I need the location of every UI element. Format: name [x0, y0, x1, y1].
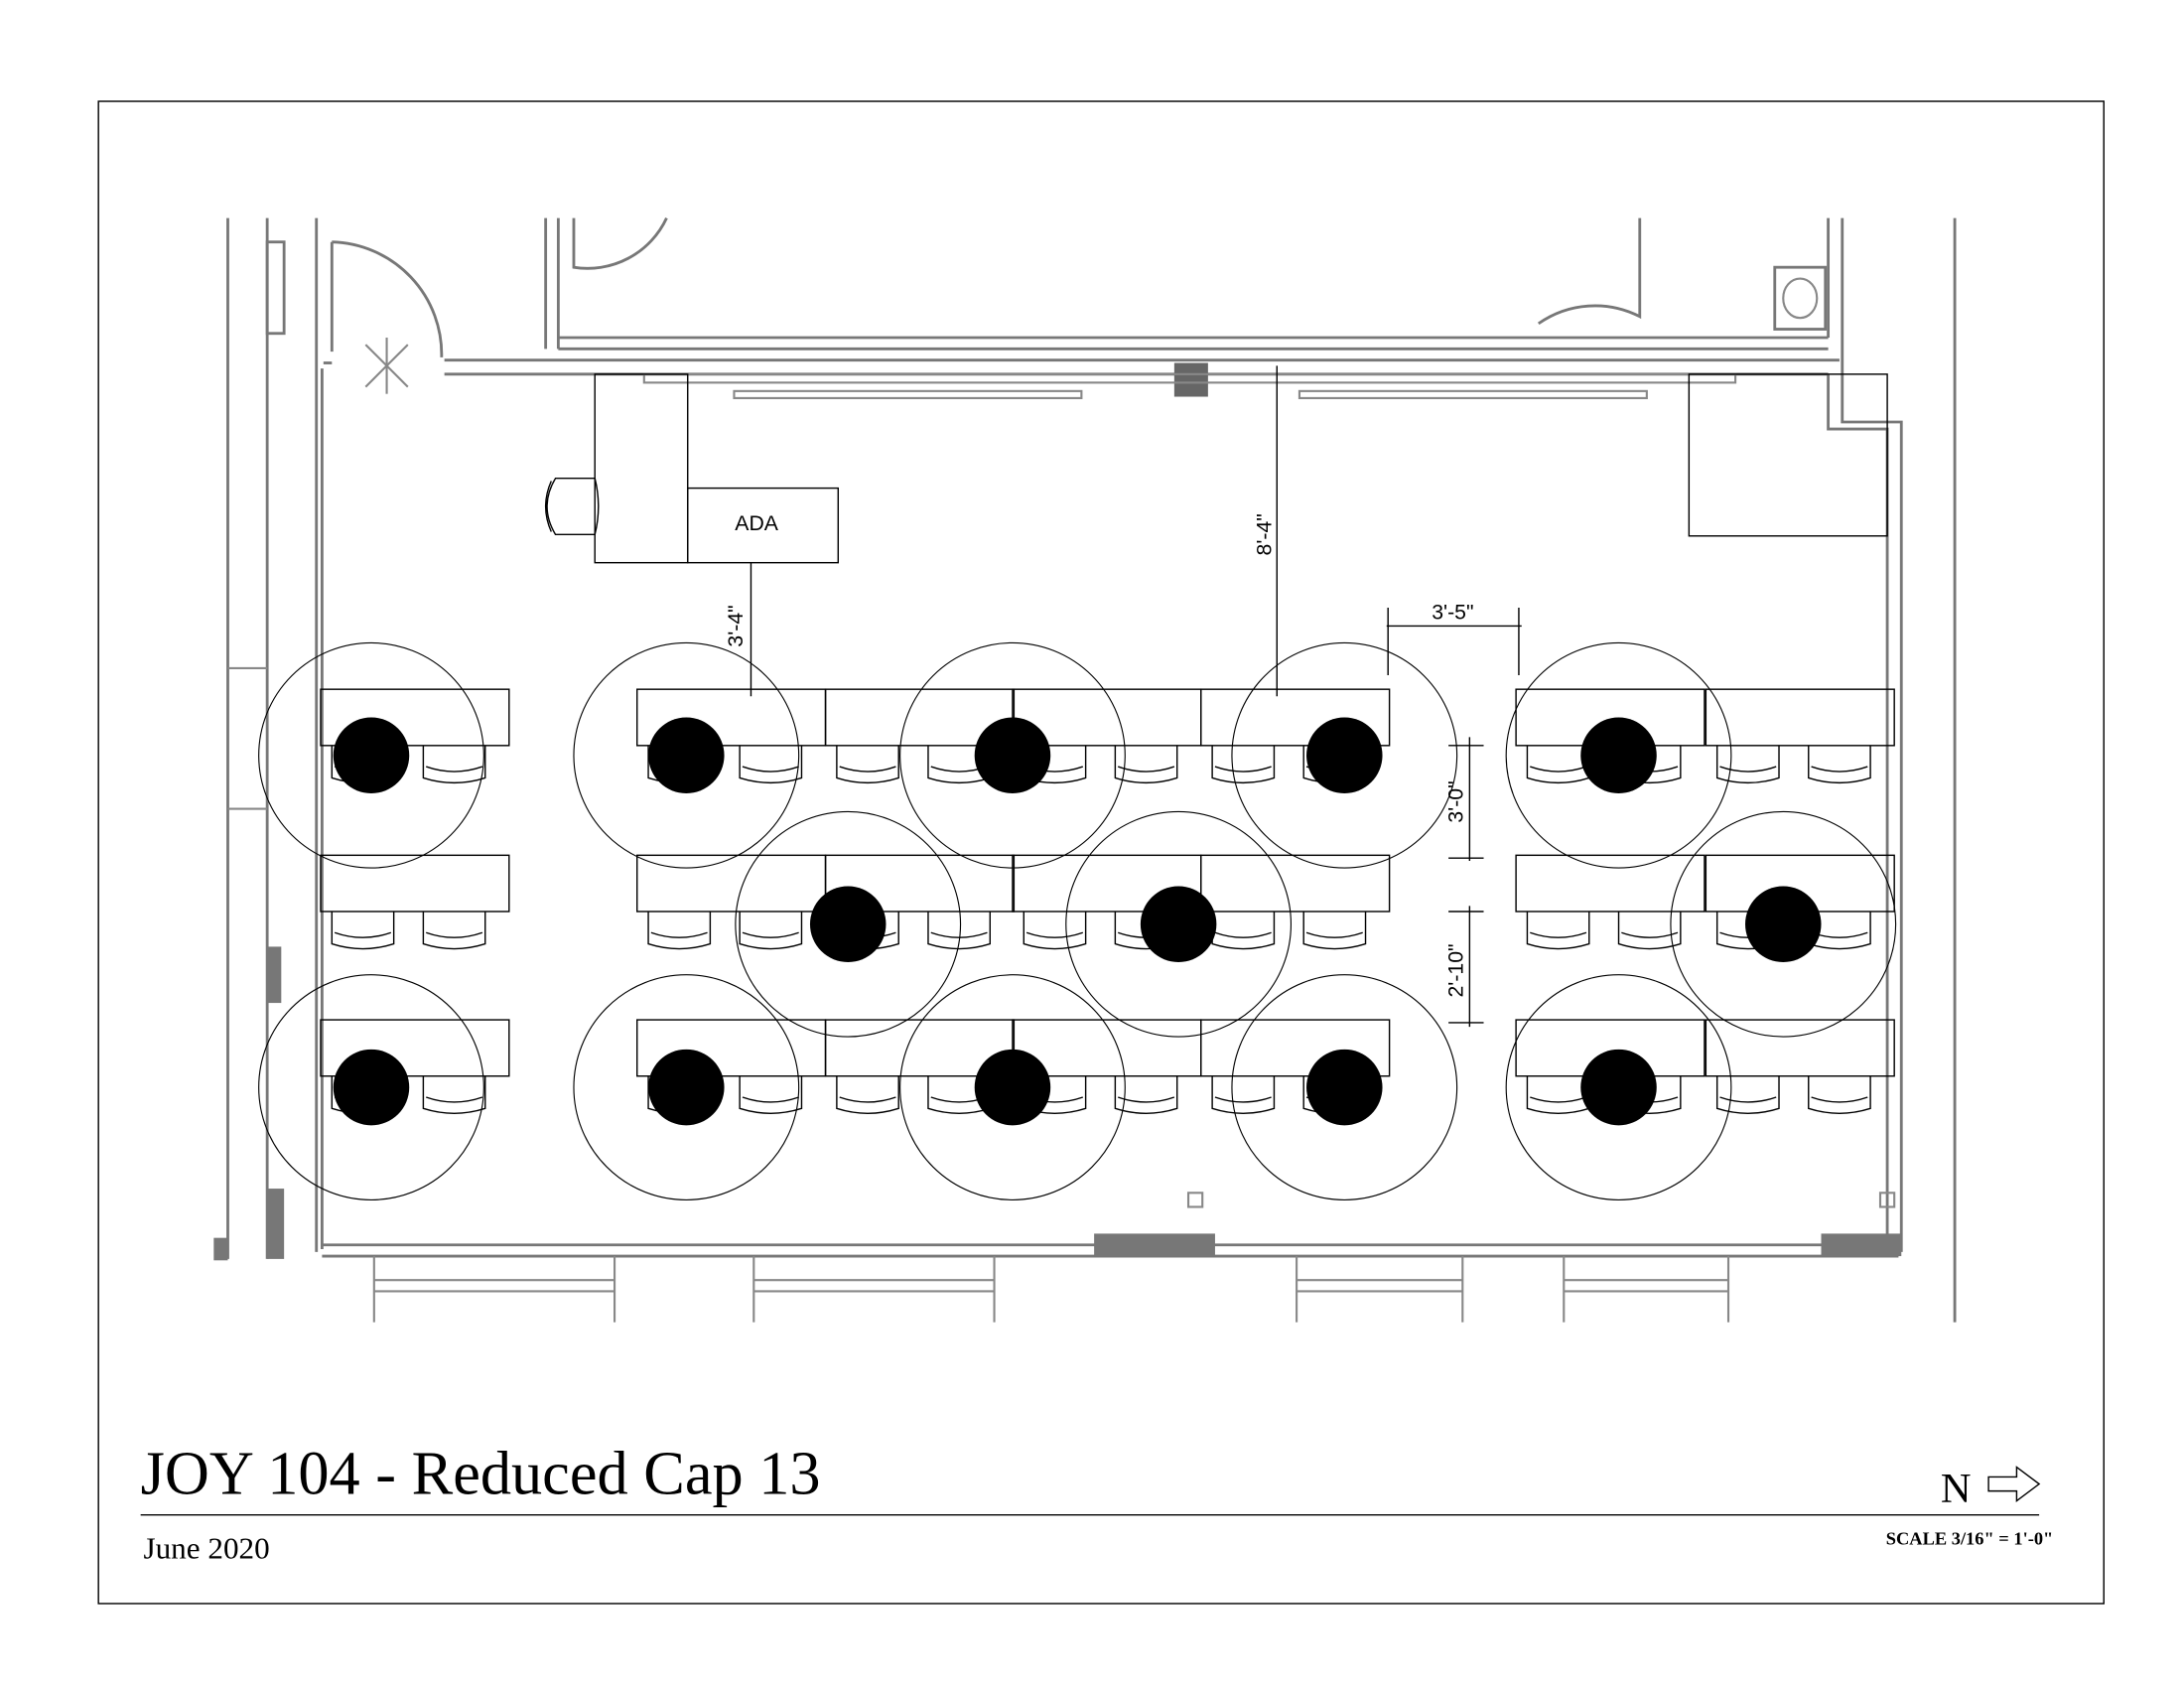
chair-icon [1808, 1075, 1871, 1114]
occupied-seat-marker [648, 717, 725, 794]
chair-icon [1526, 745, 1590, 784]
table [1200, 688, 1391, 747]
distancing-radius [573, 641, 800, 869]
north-arrow-icon [1987, 1466, 2041, 1502]
chair-icon [739, 1075, 803, 1114]
occupied-seat-marker [1306, 1049, 1383, 1126]
chair-icon [422, 1075, 486, 1114]
chair-icon [1211, 1075, 1276, 1114]
column [1173, 362, 1208, 397]
tables [320, 688, 1895, 1077]
chair-icon [836, 1075, 899, 1114]
distancing-radius [1231, 641, 1458, 869]
table [1705, 1019, 1895, 1077]
occupied-seat-marker [1580, 717, 1657, 794]
occupied-seat-marker [974, 717, 1051, 794]
occupied-seat-marker [974, 1049, 1051, 1126]
distancing-radius [899, 974, 1126, 1200]
distancing-radius [1670, 810, 1897, 1038]
distancing-radius [1231, 974, 1458, 1200]
chair-icon [647, 911, 712, 950]
dim-row-spacing-2: 2'-10" [1443, 943, 1467, 997]
sheet-border [97, 100, 2105, 1605]
chair-icon [1526, 1075, 1590, 1114]
chair-icon [544, 477, 600, 536]
table [1515, 854, 1706, 913]
chair-icon [1617, 911, 1682, 950]
table [320, 854, 510, 913]
table [1705, 688, 1895, 747]
drawing-date: June 2020 [143, 1531, 269, 1566]
drawing-title: JOY 104 - Reduced Cap 13 [141, 1439, 821, 1507]
window [1296, 1256, 1464, 1323]
occupied-seat-marker [1580, 1049, 1657, 1126]
chair-icon [422, 911, 486, 950]
windows [372, 1256, 1730, 1323]
chair-icon [422, 745, 486, 784]
distancing-radius [735, 810, 962, 1038]
table [320, 1019, 510, 1077]
north-label: N [1941, 1466, 1972, 1512]
table [636, 854, 827, 913]
table [1200, 1019, 1391, 1077]
ceiling-fixture-icon [364, 338, 409, 394]
dimensions: 3'-4" 8'-4" 3'-5" 3'-0" 2'-10" [724, 365, 1522, 1028]
distancing-radius [1505, 974, 1732, 1200]
dim-ada-clearance: 3'-4" [724, 605, 748, 646]
window [372, 1256, 616, 1323]
chair-icon [1023, 911, 1087, 950]
dim-aisle-width: 3'-5" [1432, 600, 1473, 624]
scale-label: SCALE 3/16" = 1'-0" [1886, 1528, 2053, 1548]
window [752, 1256, 996, 1323]
chair-icon [1715, 745, 1780, 784]
table [824, 688, 1016, 747]
ada-desk: ADA [544, 373, 840, 564]
chair-icon [1211, 911, 1276, 950]
occupied-seat-marker [809, 886, 887, 962]
occupied-seat-marker [1306, 717, 1383, 794]
distancing-radius [1505, 641, 1732, 869]
chair-icon [1808, 745, 1871, 784]
chair-icon [1211, 745, 1276, 784]
occupied-seat-marker [333, 1049, 410, 1126]
distancing-radius [899, 641, 1126, 869]
occupied-seats [258, 641, 1897, 1200]
distancing-radius [573, 974, 800, 1200]
table [824, 854, 1016, 913]
distancing-radius [258, 641, 484, 869]
table [824, 1019, 1016, 1077]
window [1563, 1256, 1730, 1323]
title-block: JOY 104 - Reduced Cap 13 June 2020 N SCA… [141, 1439, 2054, 1565]
distancing-radius [1065, 810, 1293, 1038]
chair-icon [1302, 911, 1367, 950]
dim-front-clearance: 8'-4" [1253, 513, 1277, 555]
distancing-radius [258, 974, 484, 1200]
chair-icon [739, 745, 803, 784]
occupied-seat-marker [1140, 886, 1217, 962]
chair-icon [1526, 911, 1590, 950]
chair-icon [739, 911, 803, 950]
chair-icon [836, 745, 899, 784]
dim-row-spacing-1: 3'-0" [1443, 780, 1467, 822]
ada-label: ADA [735, 511, 778, 535]
walls [213, 217, 1957, 1323]
chair-icon [927, 911, 992, 950]
chair-icon [1715, 1075, 1780, 1114]
occupied-seat-marker [648, 1049, 725, 1126]
table [320, 688, 510, 747]
table [1200, 854, 1391, 913]
sink-icon [1773, 265, 1828, 331]
chair-icon [331, 911, 395, 950]
chair-icon [1114, 1075, 1178, 1114]
chair-icon [1114, 745, 1178, 784]
occupied-seat-marker [1745, 886, 1822, 962]
occupied-seat-marker [333, 717, 410, 794]
